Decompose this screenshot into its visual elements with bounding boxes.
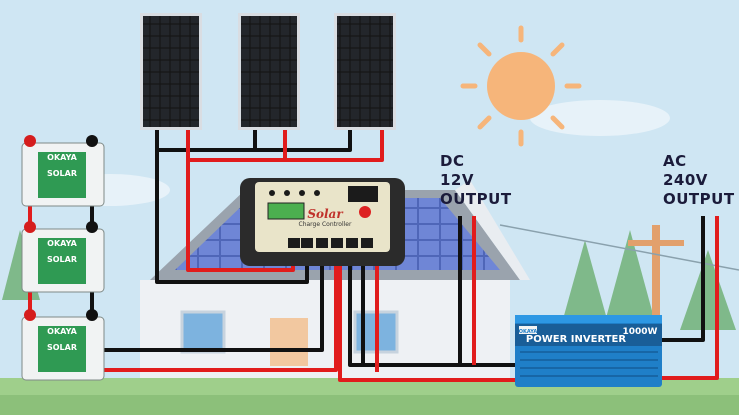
- utility-pole: [499, 224, 739, 375]
- controller-indicator: [267, 202, 305, 220]
- ac-output-line2: 240V: [663, 171, 708, 189]
- inverter-badge: [519, 326, 537, 334]
- battery-1-positive-terminal: [24, 135, 36, 147]
- dc-output-label: DC 12V OUTPUT: [440, 152, 512, 209]
- ac-output-wire-2: [660, 216, 719, 380]
- battery-3-positive-terminal: [24, 309, 36, 321]
- battery-3-brand: OKAYA: [47, 327, 77, 336]
- inverter-positive-wire: [338, 250, 518, 382]
- controller-subtitle: Charge Controller: [299, 221, 352, 228]
- inverter-title: POWER INVERTER: [526, 334, 626, 345]
- power-inverter: OKAYA POWER INVERTER 1000W: [515, 315, 662, 387]
- battery-2: OKAYA SOLAR: [21, 221, 105, 293]
- solar-panel-2: [238, 13, 300, 130]
- battery-3-type: SOLAR: [47, 343, 77, 352]
- inverter-badge-text: OKAYA: [519, 329, 538, 335]
- inverter-rating: 1000W: [623, 327, 658, 337]
- battery-2-negative-terminal: [86, 221, 98, 233]
- trees: [2, 230, 736, 340]
- cloud: [530, 100, 670, 136]
- battery-negative-wire: [95, 250, 324, 352]
- wiring: [28, 128, 719, 382]
- dc-output-line3: OUTPUT: [440, 190, 512, 208]
- ac-output-line1: AC: [663, 152, 687, 170]
- battery-2-brand: OKAYA: [47, 239, 77, 248]
- dc-output-line1: DC: [440, 152, 465, 170]
- solar-panel-3: [334, 13, 396, 130]
- battery-1-brand: OKAYA: [47, 153, 77, 162]
- controller-display: [348, 186, 378, 202]
- solar-panel-1: [140, 13, 202, 130]
- ac-output-label: AC 240V OUTPUT: [663, 152, 735, 209]
- dc-output-line2: 12V: [440, 171, 474, 189]
- controller-set-button: [359, 206, 371, 218]
- battery-bank: OKAYA SOLAR OKAYA SOLAR OKAYA SOLAR: [21, 135, 105, 381]
- ac-output-line3: OUTPUT: [663, 190, 735, 208]
- battery-1-type: SOLAR: [47, 169, 77, 178]
- battery-1-negative-terminal: [86, 135, 98, 147]
- battery-1: OKAYA SOLAR: [21, 135, 105, 207]
- battery-2-positive-terminal: [24, 221, 36, 233]
- ac-output-wire-1: [660, 216, 705, 342]
- solar-panels: [140, 13, 396, 130]
- charge-controller: Solar Charge Controller: [240, 178, 405, 266]
- battery-2-type: SOLAR: [47, 255, 77, 264]
- controller-brand: Solar: [307, 207, 344, 221]
- battery-3: OKAYA SOLAR: [21, 309, 105, 381]
- sun: [460, 25, 582, 147]
- battery-3-negative-terminal: [86, 309, 98, 321]
